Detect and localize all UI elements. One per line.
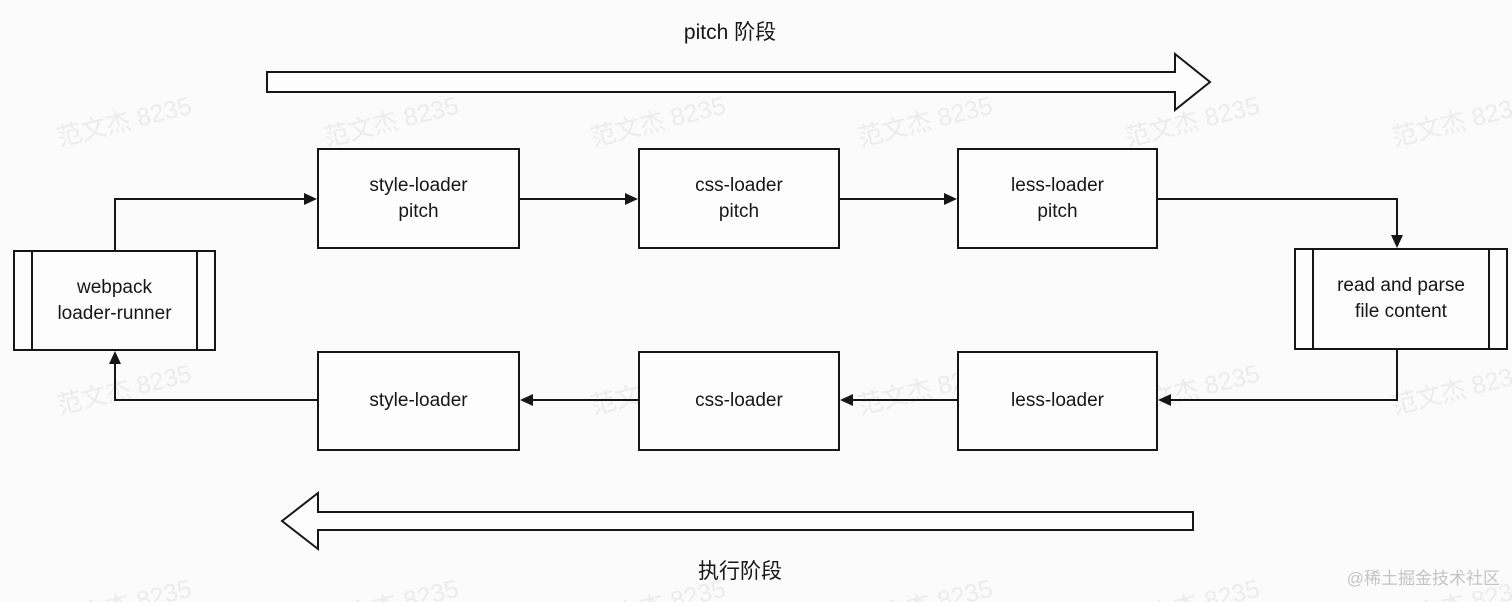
node-style-loader: style-loader	[317, 351, 520, 451]
watermark-text: 范文杰 8235	[54, 91, 195, 153]
connector-to-lessloader	[1171, 399, 1398, 401]
exec-phase-arrow	[280, 490, 1194, 552]
arrow-right-icon	[625, 193, 638, 205]
watermark-text: 范文杰 8235	[54, 359, 195, 421]
connector-down-to-readparse	[1396, 198, 1398, 237]
node-label-line: loader-runner	[57, 302, 172, 324]
pitch-phase-arrow	[266, 52, 1212, 112]
community-credit: @稀土掘金技术社区	[1346, 569, 1500, 588]
exec-phase-label: 执行阶段	[698, 560, 782, 583]
subroutine-inset-line	[1488, 250, 1490, 348]
connector-lessloader-to-cssloader	[853, 399, 957, 401]
node-css-loader: css-loader	[638, 351, 840, 451]
node-less-loader: less-loader	[957, 351, 1158, 451]
subroutine-inset-line	[1312, 250, 1314, 348]
node-label-line: pitch	[398, 200, 439, 222]
connector-styleloader-left	[114, 399, 317, 401]
watermark-text: 范文杰 8235	[320, 569, 462, 602]
watermark-text: 范文杰 8235	[1389, 359, 1512, 421]
node-webpack-loader-runner: webpack loader-runner	[13, 250, 216, 351]
arrow-left-icon	[840, 394, 853, 406]
node-label-line: css-loader	[695, 390, 783, 411]
subroutine-inset-line	[31, 252, 33, 349]
node-label-line: pitch	[718, 200, 760, 222]
connector-runner-to-stylepitch	[114, 198, 306, 200]
node-label-line: pitch	[1037, 200, 1078, 222]
connector-cssloader-to-styleloader	[533, 399, 638, 401]
node-label-line: less-loader	[1011, 390, 1104, 411]
node-label-line: webpack	[77, 276, 152, 298]
node-read-parse-file: read and parse file content	[1294, 248, 1508, 350]
connector-lesspitch-right	[1158, 198, 1398, 200]
node-css-loader-pitch: css-loader pitch	[638, 148, 840, 249]
node-label-line: less-loader	[1011, 174, 1104, 196]
subroutine-inset-line	[196, 252, 198, 349]
connector-csspitch-to-lesspitch	[840, 198, 946, 200]
connector-up-to-runner	[114, 364, 116, 401]
arrow-left-icon	[520, 394, 533, 406]
node-label-line: read and parse	[1337, 275, 1465, 296]
arrow-up-icon	[109, 351, 121, 364]
watermark-text: 范文杰 8235	[1121, 569, 1263, 602]
arrow-right-icon	[944, 193, 957, 205]
node-less-loader-pitch: less-loader pitch	[957, 148, 1158, 249]
watermark-text: 范文杰 8235	[53, 569, 195, 602]
node-label-line: style-loader	[369, 174, 468, 196]
arrow-right-icon	[304, 193, 317, 205]
pitch-phase-label: pitch 阶段	[683, 21, 777, 44]
node-label-line: css-loader	[695, 174, 783, 196]
node-label-line: style-loader	[369, 390, 468, 411]
node-label-line: file content	[1355, 301, 1447, 322]
arrow-left-icon	[1158, 394, 1171, 406]
arrow-down-icon	[1391, 235, 1403, 248]
connector-readparse-down	[1396, 350, 1398, 401]
node-style-loader-pitch: style-loader pitch	[317, 148, 520, 249]
watermark-text: 范文杰 8235	[854, 569, 996, 602]
connector-runner-up	[114, 199, 116, 250]
connector-stylepitch-to-csspitch	[520, 198, 627, 200]
watermark-text: 范文杰 8235	[1389, 91, 1512, 153]
